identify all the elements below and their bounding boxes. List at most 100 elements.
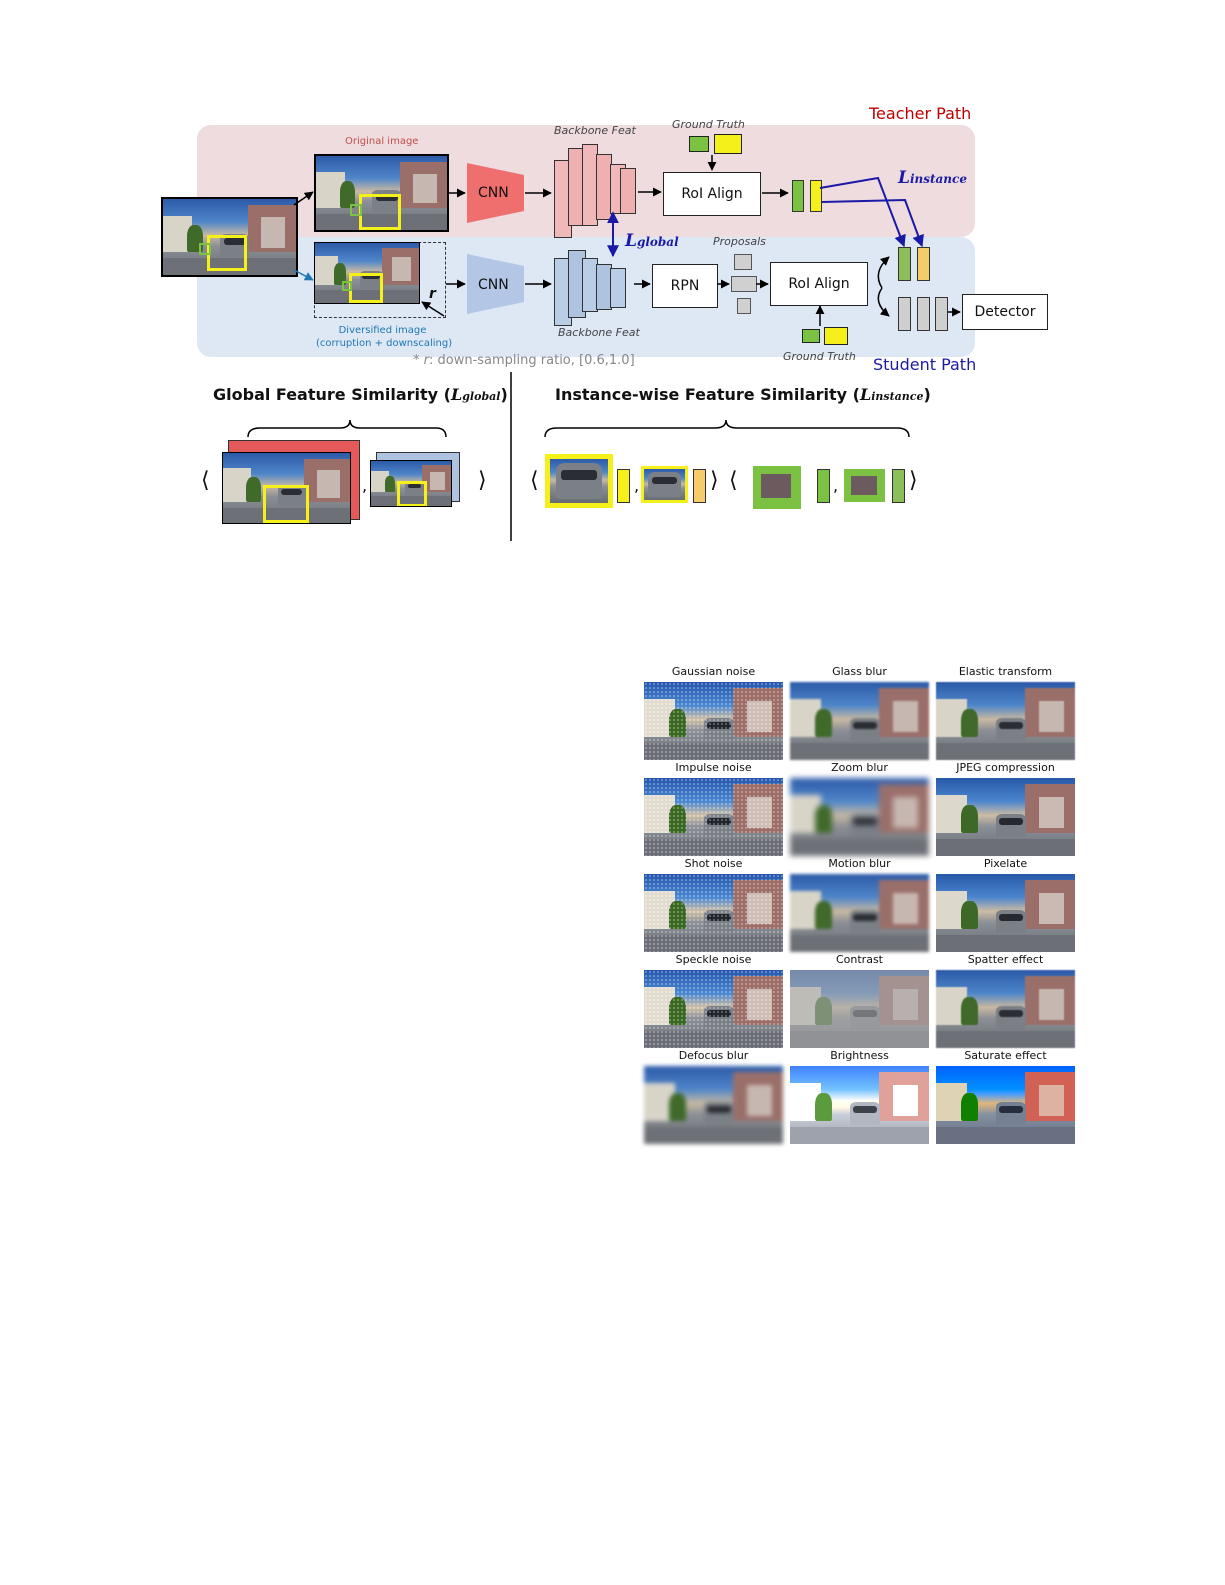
ground-truth-student-label: Ground Truth: [783, 350, 856, 363]
corruption-title-defocus-blur: Defocus blur: [678, 1049, 749, 1062]
student-cnn-label: CNN: [478, 277, 509, 293]
detector-feature-1: [898, 297, 911, 331]
rpn-box: RPN: [652, 264, 718, 308]
gt-yellow-box-student: [824, 327, 848, 345]
teacher-cnn-label: CNN: [478, 185, 509, 201]
instance-close-bracket-2: ⟩: [909, 468, 918, 493]
global-open-bracket: ⟨: [201, 468, 210, 493]
corruption-title-pixelate: Pixelate: [983, 857, 1028, 870]
corruption-title-saturate-effect: Saturate effect: [964, 1049, 1047, 1062]
instance-feature-teacher-yellow: [617, 469, 630, 503]
instance-open-bracket-1: ⟨: [530, 468, 539, 493]
gt-green-box-teacher: [689, 136, 709, 152]
student-instance-feature-yellow: [917, 247, 930, 281]
instance-brace: [544, 419, 910, 438]
roi-align-student: RoI Align: [770, 262, 868, 306]
global-title-l: L: [450, 385, 463, 404]
teacher-instance-feature-yellow: [810, 180, 822, 212]
proposals-label: Proposals: [713, 235, 766, 248]
proposal-box-3: [737, 298, 751, 314]
arrow-input-to-original: [293, 191, 314, 206]
corruption-image-shot-noise: [644, 874, 783, 952]
corruption-title-glass-blur: Glass blur: [832, 665, 887, 678]
footnote-text: : down-sampling ratio, [0.6,1.0]: [429, 353, 635, 368]
l-instance-sub: instance: [909, 172, 967, 186]
corruption-title-jpeg-compression: JPEG compression: [956, 761, 1055, 774]
arrow-r-to-image: [421, 301, 445, 317]
l-instance-label: Linstance: [898, 168, 967, 188]
corruption-image-contrast: [790, 970, 929, 1048]
detector-feature-2: [917, 297, 930, 331]
architecture-diagram: Teacher Path Student Path Original image…: [0, 0, 1225, 560]
corruption-title-elastic-transform: Elastic transform: [958, 665, 1053, 678]
gt-yellow-box-teacher: [714, 134, 742, 154]
teacher-backbone-features: [554, 138, 638, 238]
corruption-image-gaussian-noise: [644, 682, 783, 760]
l-global-label: Lglobal: [625, 231, 679, 251]
instance-similarity-title: Instance-wise Feature Similarity (Linsta…: [555, 385, 931, 404]
instance-open-bracket-2: ⟨: [729, 468, 738, 493]
backbone-feat-teacher-label: Backbone Feat: [554, 124, 636, 137]
student-cnn: [467, 254, 524, 314]
corruption-title-motion-blur: Motion blur: [828, 857, 891, 870]
global-title-sub: global: [462, 390, 501, 403]
corruption-image-zoom-blur: [790, 778, 929, 856]
corruption-title-gaussian-noise: Gaussian noise: [671, 665, 756, 678]
original-image-label: Original image: [345, 136, 419, 147]
student-feature-map: [370, 460, 452, 507]
l-instance-main: L: [898, 168, 910, 188]
corruption-image-spatter-effect: [936, 970, 1075, 1048]
teacher-feature-map: [222, 452, 351, 524]
instance-comma-1: ,: [634, 476, 640, 495]
corruption-image-defocus-blur: [644, 1066, 783, 1144]
arrow-roi-to-instance-student: [877, 256, 890, 289]
arrow-roi-to-detector-features: [877, 287, 890, 317]
corruption-title-spatter-effect: Spatter effect: [967, 953, 1044, 966]
global-title-end: ): [500, 385, 508, 404]
instance-close-bracket-1: ⟩: [710, 468, 719, 493]
l-global-main: L: [625, 231, 637, 251]
corruption-image-pixelate: [936, 874, 1075, 952]
student-backbone-features: [554, 246, 634, 326]
corruption-image-motion-blur: [790, 874, 929, 952]
original-image: [314, 154, 449, 232]
corruption-title-brightness: Brightness: [830, 1049, 889, 1062]
global-brace: [247, 419, 447, 438]
instance-comma-2: ,: [833, 476, 839, 495]
global-similarity-title: Global Feature Similarity (Lglobal): [213, 385, 508, 404]
arrow-input-to-diversified: [293, 269, 314, 281]
roi-align-teacher: RoI Align: [663, 172, 761, 216]
corruption-image-brightness: [790, 1066, 929, 1144]
backbone-feat-student-label: Backbone Feat: [558, 326, 640, 339]
ratio-r-label: r: [429, 286, 436, 302]
instance-title-end: ): [923, 385, 931, 404]
instance-crop-student-green: [844, 469, 885, 502]
teacher-path-label: Teacher Path: [869, 104, 972, 123]
diversified-image: [314, 242, 420, 304]
proposal-box-1: [734, 254, 752, 270]
footnote-star: *: [413, 353, 420, 368]
l-instance-arrow-1: [819, 176, 906, 248]
footnote-r: r: [423, 353, 429, 368]
diversified-image-label-line1: Diversified image: [338, 325, 427, 336]
instance-title-text: Instance-wise Feature Similarity (: [555, 385, 860, 404]
input-image: [161, 197, 298, 277]
corruption-image-impulse-noise: [644, 778, 783, 856]
corruption-title-impulse-noise: Impulse noise: [675, 761, 752, 774]
corruption-image-speckle-noise: [644, 970, 783, 1048]
instance-feature-student-green: [892, 469, 905, 503]
global-close-bracket: ⟩: [478, 468, 487, 493]
instance-title-sub: instance: [871, 390, 924, 403]
instance-feature-student-yellow: [693, 469, 706, 503]
detector-box: Detector: [962, 294, 1048, 330]
diversified-image-label: Diversified image (corruption + downscal…: [316, 324, 452, 350]
footnote: * r: down-sampling ratio, [0.6,1.0]: [413, 353, 635, 368]
ground-truth-teacher-label: Ground Truth: [672, 118, 745, 131]
student-path-label: Student Path: [873, 355, 977, 374]
gt-green-box-student: [802, 329, 820, 343]
corruption-image-saturate-effect: [936, 1066, 1075, 1144]
instance-crop-teacher-green: [753, 466, 801, 509]
global-title-text: Global Feature Similarity (: [213, 385, 451, 404]
corruption-title-contrast: Contrast: [835, 953, 883, 966]
teacher-instance-feature-green: [792, 180, 804, 212]
